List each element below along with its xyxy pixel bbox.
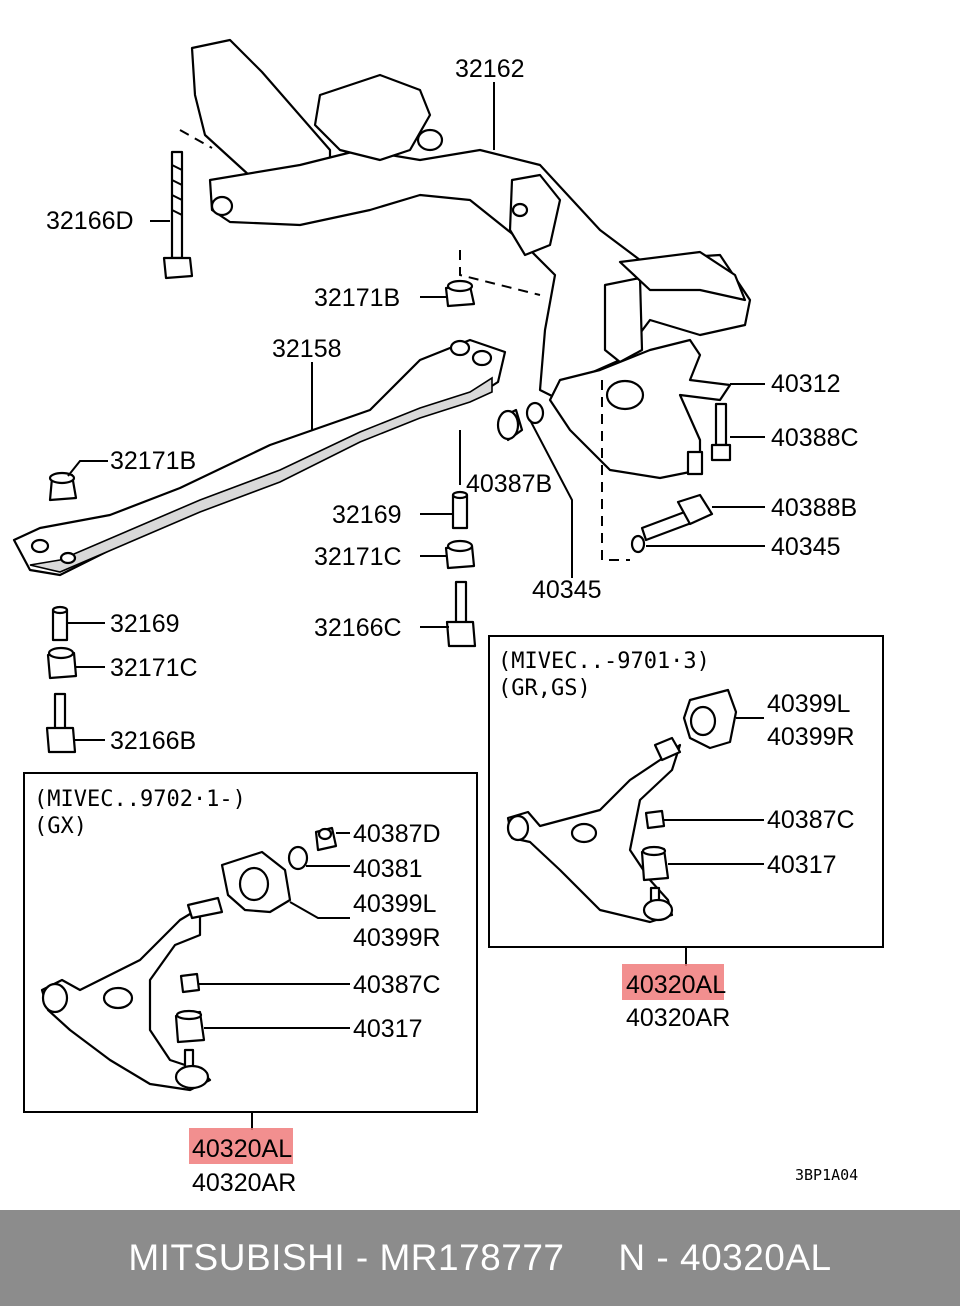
- bracket-40312-drawing: [548, 338, 732, 480]
- footer-part-info: MITSUBISHI - MR178777 N - 40320AL: [128, 1237, 832, 1278]
- label-40312: 40312: [771, 370, 841, 398]
- label-32171C-mid: 32171C: [314, 543, 402, 571]
- left-label-40399L: 40399L: [353, 890, 437, 918]
- right-part-number-other: 40320AR: [626, 1004, 730, 1032]
- label-40345-right: 40345: [771, 533, 841, 561]
- bolt-40388B-drawing: [630, 493, 714, 554]
- right-variant-box: [488, 635, 884, 966]
- bolt-32166D-drawing: [162, 150, 194, 280]
- label-32171B-top: 32171B: [314, 284, 400, 312]
- right-label-40387C: 40387C: [767, 806, 855, 834]
- bolt-40388C-drawing: [710, 402, 732, 462]
- bushing-40387B-drawing: [496, 401, 545, 442]
- right-label-40399L: 40399L: [767, 690, 851, 718]
- label-32169-left: 32169: [110, 610, 180, 638]
- left-variant-box: [23, 772, 478, 1130]
- label-32162: 32162: [455, 55, 525, 83]
- left-label-40317: 40317: [353, 1015, 423, 1043]
- left-box-note-1: (MIVEC..9702·1-): [34, 787, 246, 812]
- label-40387B: 40387B: [466, 470, 552, 498]
- highlight-right: [622, 964, 724, 1000]
- left-label-40387D: 40387D: [353, 820, 441, 848]
- right-label-40317: 40317: [767, 851, 837, 879]
- right-box-note-2: (GR,GS): [498, 676, 591, 701]
- label-32171B-left: 32171B: [110, 447, 196, 475]
- diagram-code: 3BP1A04: [795, 1166, 858, 1184]
- crossmember-32162-drawing: [190, 38, 752, 402]
- left-part-number-highlighted[interactable]: 40320AL: [192, 1135, 292, 1163]
- left-part-number-other: 40320AR: [192, 1169, 296, 1197]
- highlight-left: [189, 1128, 293, 1164]
- right-label-40399R: 40399R: [767, 723, 855, 751]
- left-label-40399R: 40399R: [353, 924, 441, 952]
- label-40388C: 40388C: [771, 424, 859, 452]
- label-32158: 32158: [272, 335, 342, 363]
- right-part-number-highlighted[interactable]: 40320AL: [626, 971, 726, 999]
- label-32166C: 32166C: [314, 614, 402, 642]
- label-32166D: 32166D: [46, 207, 134, 235]
- leader-lines-upper: [67, 82, 765, 741]
- left-label-40381: 40381: [353, 855, 423, 883]
- label-40345-bottom: 40345: [532, 576, 602, 604]
- mounts-left-drawing: [45, 605, 78, 754]
- left-box-note-2: (GX): [34, 814, 87, 839]
- label-32171C-left: 32171C: [110, 654, 198, 682]
- footer-bar: MITSUBISHI - MR178777 N - 40320AL: [0, 1210, 960, 1306]
- label-40388B: 40388B: [771, 494, 857, 522]
- mounts-middle-drawing: [48, 279, 477, 648]
- label-32166B: 32166B: [110, 727, 196, 755]
- left-label-40387C: 40387C: [353, 971, 441, 999]
- member-32158-drawing: [12, 338, 507, 577]
- right-box-note-1: (MIVEC..-9701·3): [498, 649, 710, 674]
- label-32169-mid: 32169: [332, 501, 402, 529]
